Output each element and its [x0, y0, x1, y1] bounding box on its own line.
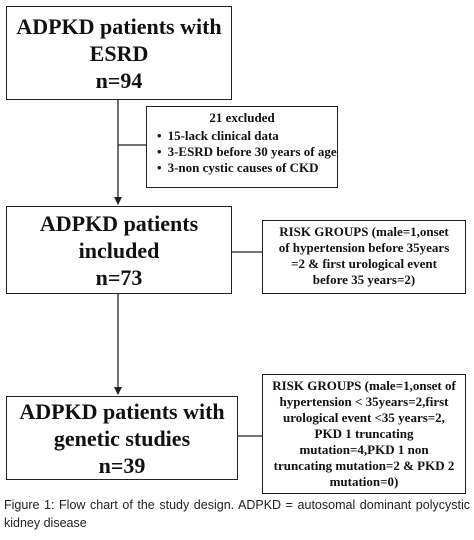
risk2-line: urological event <35 years=2,: [283, 410, 445, 425]
risk1-line: before 35 years=2): [312, 272, 416, 287]
box-esrd-line-1: ADPKD patients with: [16, 13, 222, 39]
risk2-line: RISK GROUPS (male=1,onset of: [272, 378, 456, 393]
box-risk-groups-1: RISK GROUPS (male=1,onset of hypertensio…: [262, 220, 466, 294]
box-genetic-count: n=39: [98, 452, 146, 478]
excluded-list: 15-lack clinical data 3-ESRD before 30 y…: [151, 128, 337, 176]
box-included-patients: ADPKD patients included n=73: [6, 206, 232, 294]
box-esrd-count: n=94: [95, 67, 143, 93]
box-risk-groups-2: RISK GROUPS (male=1,onset of hypertensio…: [262, 374, 466, 494]
excluded-item: 3-ESRD before 30 years of age: [157, 144, 337, 160]
risk1-line: of hypertension before 35years: [278, 240, 450, 255]
box-genetic-line-1: ADPKD patients with: [19, 398, 225, 424]
box-included-count: n=73: [95, 264, 143, 290]
excluded-item: 3-non cystic causes of CKD: [157, 160, 333, 176]
box-esrd-line-2: ESRD: [89, 40, 149, 66]
risk2-line: truncating mutation=2 & PKD 2: [273, 458, 455, 473]
risk1-line: RISK GROUPS (male=1,onset: [279, 224, 449, 239]
excluded-title: 21 excluded: [209, 110, 275, 125]
excluded-item: 15-lack clinical data: [157, 128, 333, 144]
risk2-line: mutation=4,PKD 1 non: [299, 442, 429, 457]
box-esrd-patients: ADPKD patients with ESRD n=94: [6, 6, 232, 100]
risk2-line: mutation=0): [329, 474, 399, 489]
box-genetic-studies: ADPKD patients with genetic studies n=39: [6, 396, 238, 480]
box-included-line-2: included: [78, 237, 160, 263]
risk2-line: hypertension < 35years=2,first: [279, 394, 449, 409]
box-excluded: 21 excluded 15-lack clinical data 3-ESRD…: [146, 106, 338, 188]
box-genetic-line-2: genetic studies: [53, 425, 191, 451]
risk1-line: =2 & first urological event: [291, 256, 437, 271]
box-included-line-1: ADPKD patients: [39, 210, 199, 236]
figure-caption: Figure 1: Flow chart of the study design…: [4, 498, 470, 530]
risk2-line: PKD 1 truncating: [314, 426, 414, 441]
